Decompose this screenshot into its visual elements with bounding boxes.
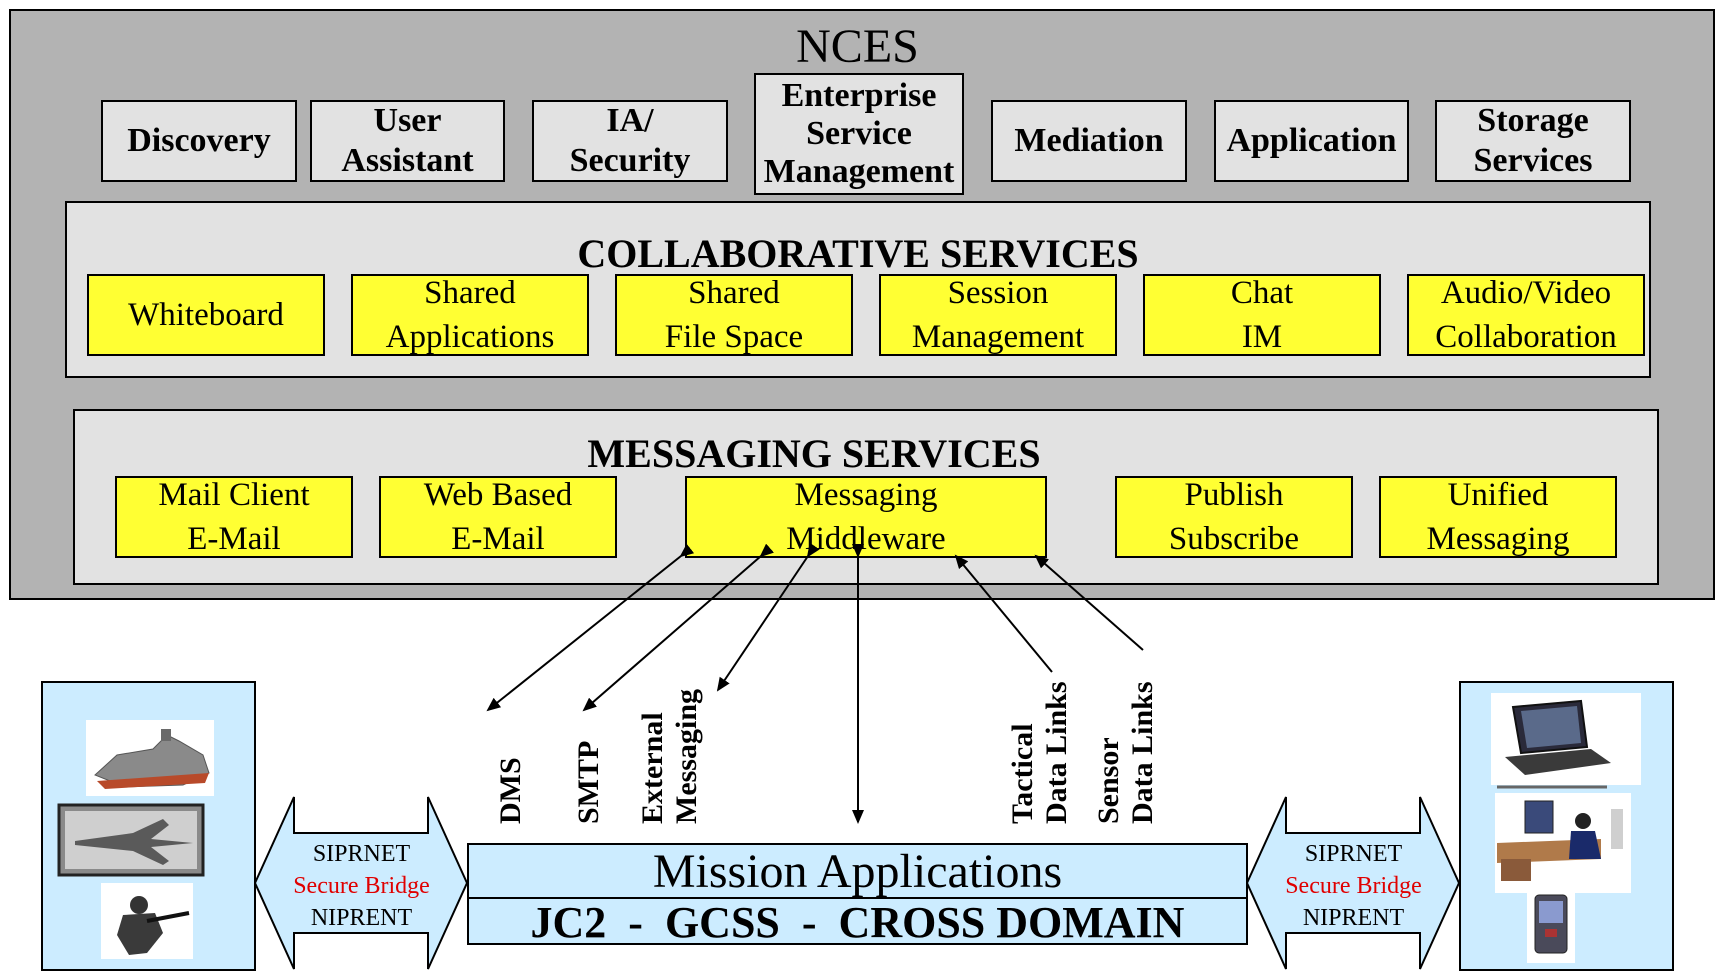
- workstation-icon: [1495, 793, 1631, 893]
- label-sensor-data-links: Sensor Data Links: [1092, 681, 1159, 824]
- service-mediation: Mediation: [991, 100, 1187, 182]
- right-bridge-label: SIPRNET Secure Bridge NIPRENT: [1246, 838, 1461, 934]
- service-user-assistant: User Assistant: [310, 100, 505, 182]
- label-dms: DMS: [494, 757, 527, 824]
- nces-title: NCES: [796, 20, 919, 73]
- label-smtp: SMTP: [572, 740, 605, 824]
- mission-title: Mission Applications: [469, 845, 1246, 899]
- right-bridge-arrow: [1246, 796, 1461, 970]
- label-external-messaging: External Messaging: [636, 689, 703, 824]
- mission-subtitle: JC2 - GCSS - CROSS DOMAIN: [530, 898, 1185, 947]
- collab-chat-im: Chat IM: [1143, 274, 1381, 356]
- platform-images: [57, 720, 214, 959]
- handheld-device-icon: [1527, 889, 1575, 963]
- collaborative-services-title: COLLABORATIVE SERVICES: [577, 231, 1139, 276]
- collab-session-management: Session Management: [879, 274, 1117, 356]
- right-devices-panel: [1459, 681, 1674, 971]
- collab-whiteboard: Whiteboard: [87, 274, 325, 356]
- left-bridge-arrow: [254, 796, 469, 970]
- service-discovery: Discovery: [101, 100, 297, 182]
- collab-audio-video: Audio/Video Collaboration: [1407, 274, 1645, 356]
- collab-shared-file-space: Shared File Space: [615, 274, 853, 356]
- msg-mail-client: Mail Client E-Mail: [115, 476, 353, 558]
- right-bridge-niprent: NIPRENT: [1302, 905, 1405, 931]
- laptop-icon: [1491, 693, 1641, 785]
- arrow-tactical: [954, 554, 1053, 673]
- messaging-services-title: MESSAGING SERVICES: [587, 431, 1041, 476]
- service-ia-security: IA/ Security: [532, 100, 728, 182]
- collaborative-services-panel: [65, 201, 1651, 378]
- service-application: Application: [1214, 100, 1409, 182]
- left-bridge-secure-bridge: Secure Bridge: [293, 873, 430, 899]
- service-storage-services: Storage Services: [1435, 100, 1631, 182]
- fighter-jet-icon: [57, 803, 205, 877]
- mission-applications-box: Mission Applications JC2 - GCSS - CROSS …: [467, 843, 1248, 947]
- arrow-external: [716, 542, 820, 692]
- right-bridge-siprnet: SIPRNET: [1304, 841, 1403, 867]
- label-tactical-data-links: Tactical Data Links: [1006, 681, 1073, 824]
- soldier-icon: [101, 883, 193, 959]
- ship-icon: [86, 720, 214, 796]
- service-enterprise-service-management: Enterprise Service Management: [754, 73, 964, 195]
- arrow-sensor: [1034, 554, 1144, 651]
- left-bridge-siprnet: SIPRNET: [312, 841, 411, 867]
- msg-publish-subscribe: Publish Subscribe: [1115, 476, 1353, 558]
- device-images: [1491, 693, 1641, 963]
- msg-unified-messaging: Unified Messaging: [1379, 476, 1617, 558]
- left-bridge-label: SIPRNET Secure Bridge NIPRENT: [254, 838, 469, 934]
- left-bridge-niprent: NIPRENT: [310, 905, 413, 931]
- right-bridge-secure-bridge: Secure Bridge: [1285, 873, 1422, 899]
- left-platforms-panel: [41, 681, 256, 971]
- collab-shared-applications: Shared Applications: [351, 274, 589, 356]
